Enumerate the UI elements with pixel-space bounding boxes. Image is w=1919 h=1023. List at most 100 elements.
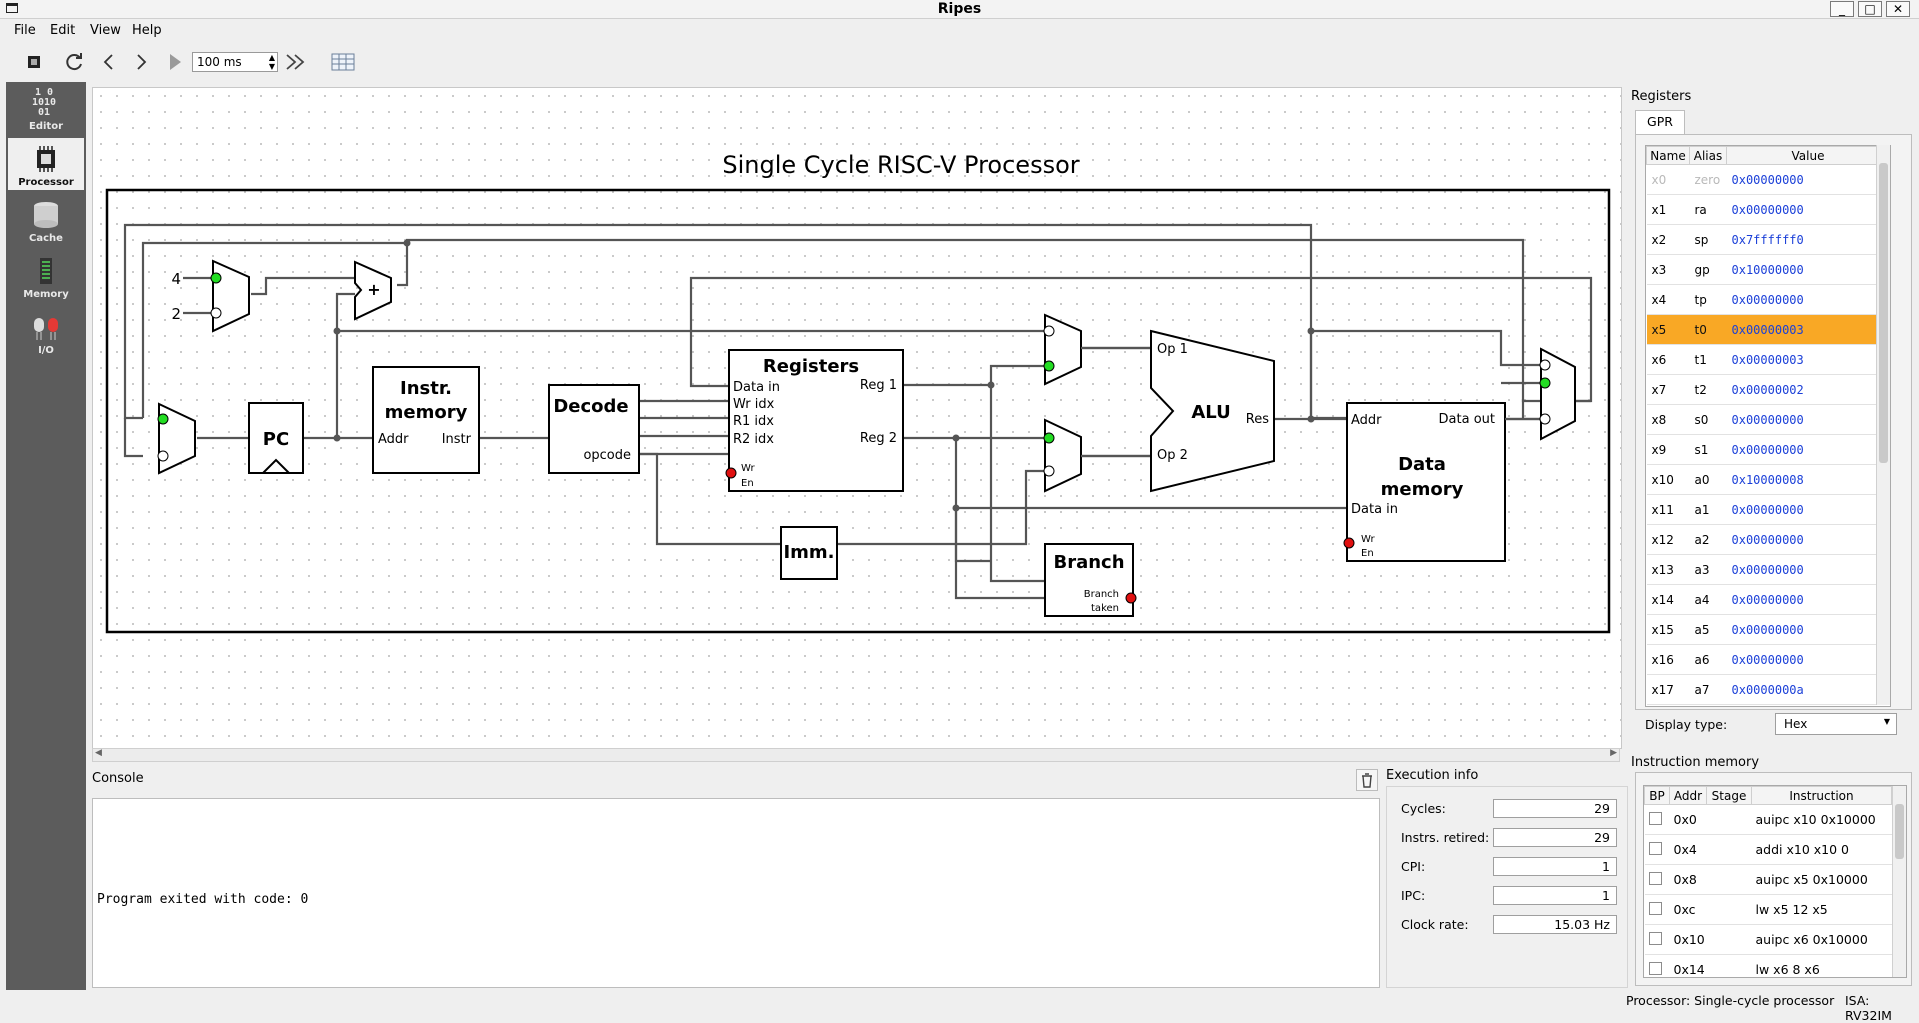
spin-arrows-icon[interactable]: ▲▼ [268, 53, 275, 71]
breakpoint-checkbox[interactable] [1644, 954, 1670, 977]
col-alias[interactable]: Alias [1689, 146, 1727, 165]
register-value[interactable]: 0x00000000 [1726, 644, 1890, 675]
col-instruction[interactable]: Instruction [1751, 786, 1892, 805]
svg-text:Instr: Instr [442, 432, 472, 447]
instruction-table-scrollbar[interactable] [1892, 786, 1906, 977]
pc-register: PC [248, 402, 304, 474]
register-value[interactable]: 0x00000000 [1726, 614, 1890, 645]
register-scroll-thumb[interactable] [1879, 163, 1888, 463]
status-bar: Processor: Single-cycle processor ISA: R… [0, 990, 1919, 1023]
mux-pc-select [157, 402, 196, 475]
maximize-button[interactable]: □ [1858, 1, 1882, 17]
col-bp[interactable]: BP [1644, 786, 1670, 805]
scroll-left-icon[interactable]: ◀ [95, 748, 102, 758]
breakpoint-checkbox[interactable] [1644, 834, 1670, 865]
register-value[interactable]: 0x00000000 [1726, 494, 1890, 525]
run-button[interactable] [283, 49, 309, 75]
register-value[interactable]: 0x7ffffff0 [1726, 224, 1890, 255]
display-type-select[interactable]: Hex ▼ [1775, 713, 1897, 735]
reset-button[interactable] [61, 49, 87, 75]
breakpoint-checkbox[interactable] [1644, 894, 1670, 925]
register-name: x9 [1646, 434, 1690, 465]
auto-clock-button[interactable] [162, 49, 188, 75]
tab-gpr[interactable]: GPR [1635, 110, 1685, 134]
clear-console-button[interactable] [1356, 769, 1378, 791]
menu-file[interactable]: File [14, 23, 36, 38]
register-value[interactable]: 0x00000000 [1726, 524, 1890, 555]
canvas-horizontal-scrollbar[interactable]: ◀ ▶ [92, 748, 1620, 762]
register-value[interactable]: 0x00000000 [1726, 554, 1890, 585]
breakpoint-checkbox[interactable] [1644, 804, 1670, 835]
col-value[interactable]: Value [1726, 146, 1890, 165]
register-value[interactable]: 0x00000000 [1726, 404, 1890, 435]
svg-text:Instr.: Instr. [400, 378, 452, 399]
processor-canvas[interactable]: Single Cycle RISC-V Processor [92, 87, 1622, 749]
menu-view[interactable]: View [90, 23, 121, 38]
register-value[interactable]: 0x00000003 [1726, 314, 1890, 345]
close-button[interactable]: ✕ [1886, 1, 1910, 17]
breakpoint-checkbox[interactable] [1644, 864, 1670, 895]
register-value[interactable]: 0x00000000 [1726, 434, 1890, 465]
sidebar-item-processor[interactable]: Processor [8, 138, 84, 190]
register-value[interactable]: 0x10000000 [1726, 254, 1890, 285]
instruction-addr: 0xc [1669, 894, 1707, 925]
instruction-scroll-thumb[interactable] [1895, 804, 1904, 859]
register-alias: t0 [1689, 314, 1727, 345]
register-value[interactable]: 0x00000000 [1726, 584, 1890, 615]
menu-help[interactable]: Help [132, 23, 162, 38]
register-value[interactable]: 0x00000000 [1726, 194, 1890, 225]
clock-button[interactable] [128, 49, 154, 75]
col-stage[interactable]: Stage [1706, 786, 1752, 805]
register-value[interactable]: 0x10000008 [1726, 464, 1890, 495]
register-value[interactable]: 0x00000003 [1726, 344, 1890, 375]
console-output[interactable]: Program exited with code: 0 [92, 798, 1380, 988]
register-value[interactable]: 0x00000002 [1726, 374, 1890, 405]
sidebar-item-cache[interactable]: Cache [8, 194, 84, 246]
minimize-button[interactable]: _ [1830, 1, 1854, 17]
reverse-button[interactable] [96, 49, 122, 75]
col-name[interactable]: Name [1646, 146, 1690, 165]
sidebar-item-io[interactable]: I/O [8, 306, 84, 358]
table-view-button[interactable] [330, 49, 356, 75]
processor-select-button[interactable] [21, 49, 47, 75]
menu-edit[interactable]: Edit [50, 23, 76, 38]
clock-speed-spinbox[interactable]: 100 ms ▲▼ [192, 52, 278, 72]
col-addr[interactable]: Addr [1669, 786, 1707, 805]
breakpoint-checkbox[interactable] [1644, 924, 1670, 955]
instruction-stage [1706, 894, 1752, 925]
register-table-scrollbar[interactable] [1876, 145, 1890, 705]
register-value[interactable]: 0x00000000 [1726, 284, 1890, 315]
register-value[interactable]: 0x00000000 [1726, 164, 1890, 195]
register-value[interactable]: 0x0000000a [1726, 674, 1890, 705]
scroll-right-icon[interactable]: ▶ [1610, 748, 1617, 758]
sidebar-item-memory[interactable]: Memory [8, 250, 84, 302]
